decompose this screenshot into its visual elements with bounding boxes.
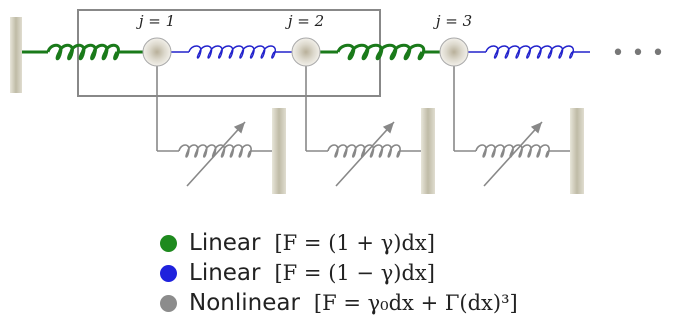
mass-2 — [291, 37, 321, 67]
spring-nonlinear-1 — [157, 144, 272, 158]
right-wall-3 — [570, 108, 584, 194]
spring-linear-plus-0 — [22, 43, 143, 61]
legend-item-nonlinear: Nonlinear [F = γ₀dx + Γ(dx)³] — [160, 288, 518, 318]
nonlinear-arrow-1 — [186, 121, 246, 187]
legend-label: Nonlinear — [189, 290, 300, 316]
site-label-3: j = 3 — [433, 12, 472, 30]
ground-springs — [156, 66, 570, 187]
spring-nonlinear-2 — [306, 144, 421, 158]
nonlinear-arrow-3 — [483, 121, 543, 187]
nonlinear-arrow-2 — [335, 121, 395, 187]
arrow-head-icon — [530, 122, 542, 134]
right-wall-2 — [421, 108, 435, 194]
legend-formula: [F = (1 − γ)dx] — [274, 261, 435, 285]
right-wall-1 — [272, 108, 286, 194]
continuation-ellipsis: • • • — [612, 41, 665, 66]
left-wall — [10, 17, 22, 93]
arrow-head-icon — [382, 122, 394, 134]
legend-item-linear-minus: Linear [F = (1 − γ)dx] — [160, 258, 518, 288]
legend-label: Linear — [189, 230, 261, 256]
arrow-head-icon — [233, 122, 245, 134]
legend: Linear [F = (1 + γ)dx] Linear [F = (1 − … — [160, 228, 518, 318]
legend-item-linear-plus: Linear [F = (1 + γ)dx] — [160, 228, 518, 258]
site-label-1: j = 1 — [136, 12, 175, 30]
legend-dot-icon — [160, 264, 177, 282]
chain-springs — [22, 43, 590, 61]
spring-linear-plus-2 — [320, 43, 440, 61]
legend-dot-icon — [160, 234, 177, 252]
legend-dot-icon — [160, 294, 177, 312]
legend-label: Linear — [189, 260, 261, 286]
spring-linear-minus-1 — [171, 45, 292, 59]
legend-formula: [F = γ₀dx + Γ(dx)³] — [313, 291, 518, 315]
site-label-2: j = 2 — [285, 12, 324, 30]
spring-linear-minus-3 — [468, 45, 590, 59]
spring-nonlinear-3 — [454, 144, 570, 158]
mass-3 — [439, 37, 469, 67]
mass-1 — [142, 37, 172, 67]
legend-formula: [F = (1 + γ)dx] — [274, 231, 435, 255]
